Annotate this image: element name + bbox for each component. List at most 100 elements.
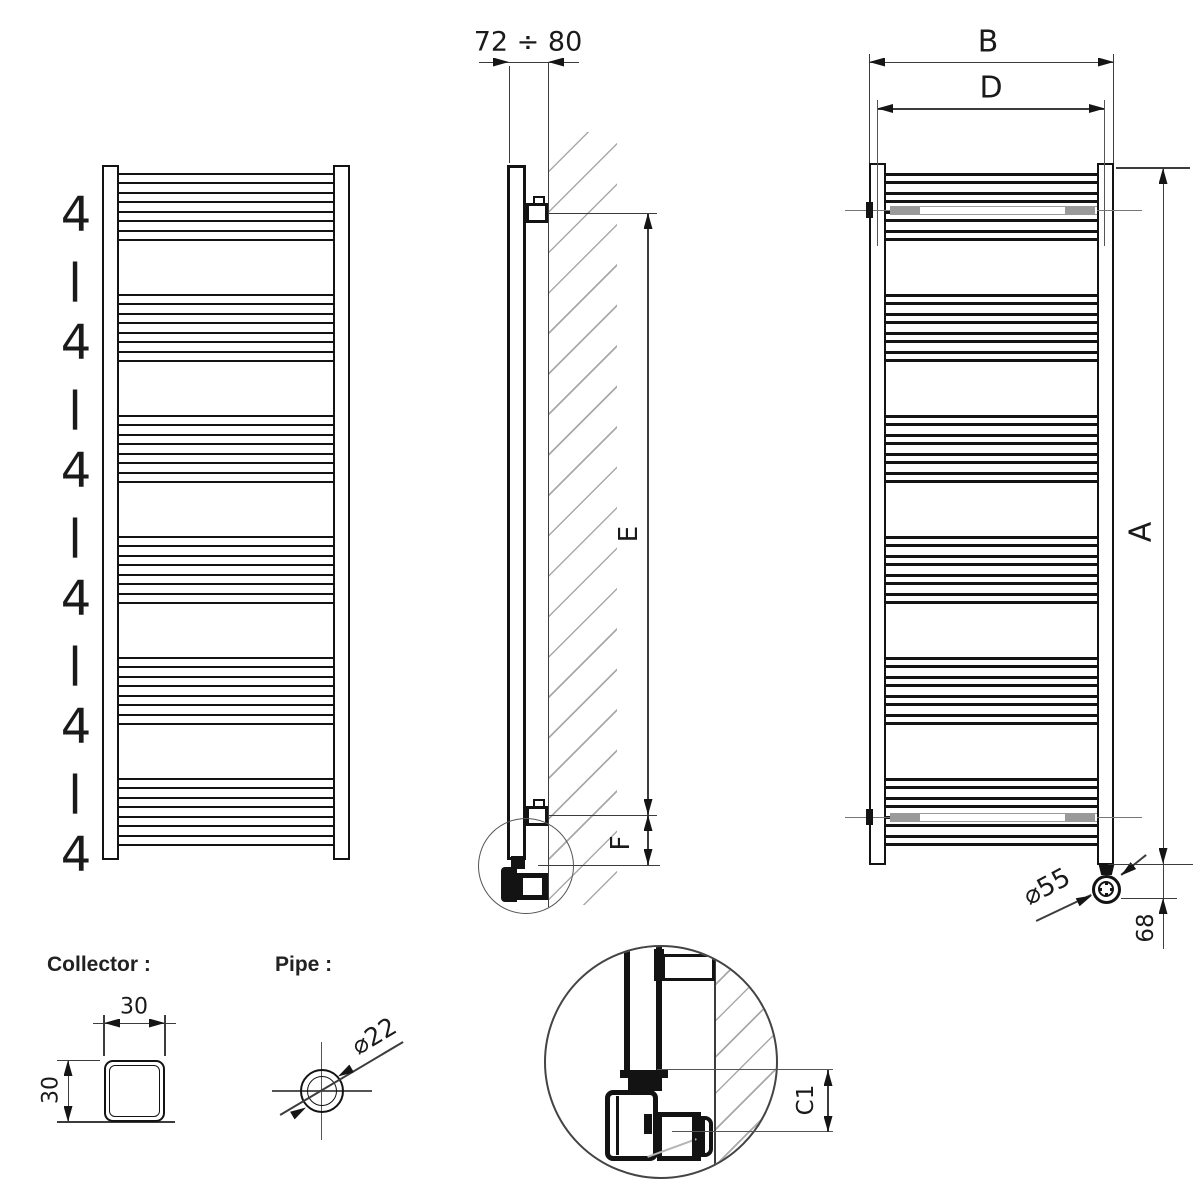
valve-knob-line [616,1096,619,1155]
radiator-rung [119,657,333,668]
radiator-rung [119,714,333,725]
pipe-end-cap [701,1116,713,1157]
valve-head-detail [1110,887,1113,891]
collector-tube-left [869,163,886,865]
rung-group-separator: | [67,256,83,302]
radiator-rung [119,332,333,343]
leader-line [279,1040,404,1116]
extension-line [508,66,511,163]
bottom-offset-dim-label: F [606,835,636,851]
dimension-line [647,815,649,865]
reference-line [672,1131,833,1133]
wall-bracket [1065,812,1095,822]
wall-line [547,62,550,907]
valve-connector [1098,864,1115,875]
rung-count-label: 4 [60,443,92,499]
radiator-rung [886,230,1097,241]
radiator-rung [119,555,333,566]
radiator-rung [886,536,1097,547]
dimension-arrow [1158,898,1168,914]
radiator-rung [886,593,1097,604]
radiator-rung [886,434,1097,445]
rung-count-label: 4 [60,827,92,883]
dimension-arrow [63,1060,73,1076]
pipe-title: Pipe : [275,953,333,976]
reference-line [549,814,657,817]
dimension-arrow [149,1018,165,1028]
rung-count-label: 4 [60,699,92,755]
radiator-rung [119,351,333,362]
valve-reducer [628,1078,662,1091]
overall-width-dim-label: B [977,24,999,60]
valve-head-detail [1104,882,1108,885]
dimension-arrow [643,849,653,865]
rung-field [886,165,1097,860]
bracket-rail [890,205,1097,215]
radiator-rung [119,472,333,483]
dimension-arrow [1089,104,1105,113]
dimension-arrow [643,213,653,229]
radiator-rung [886,351,1097,362]
dimension-line [1162,168,1165,864]
collector-tube-right [1097,163,1114,865]
collector-tube-right [333,165,350,860]
reference-line [1121,897,1177,900]
extension-line [868,54,871,163]
radiator-rung [119,676,333,687]
valve-knob [501,867,517,902]
overall-height-dim-label: A [1123,521,1159,543]
radiator-rung [886,657,1097,668]
collector-height-dim-label: 30 [38,1076,64,1104]
rung-count-label: 4 [60,315,92,371]
extension-line [164,1015,166,1056]
dimension-arrow [548,57,564,67]
radiator-rung [119,294,333,305]
radiator-rung [119,173,333,184]
radiator-rung [886,313,1097,324]
extension-line [103,1015,105,1056]
dimension-line [827,1070,829,1132]
wall-hatch [549,132,617,905]
reference-line [549,212,657,215]
bracket-rail [890,812,1097,822]
radiator-rung [119,536,333,547]
dimension-line [67,1060,70,1122]
detail-circle [544,945,778,1179]
valve-body-hole [523,878,542,895]
collector-width-dim-label: 30 [120,994,148,1020]
dimension-arrow [823,1116,833,1132]
radiator-rung [886,676,1097,687]
radiator-rung [886,415,1097,426]
radiator-rung [886,453,1097,464]
valve-connector [511,856,525,869]
valve-reducer [620,1070,668,1078]
radiator-rung [886,835,1097,846]
rung-group-separator: | [67,384,83,430]
leader-arrow [1076,891,1094,906]
collector-tube-left [102,165,119,860]
radiator-rung [886,192,1097,203]
radiator-rung [886,778,1097,789]
radiator-rung [119,434,333,445]
valve-drop-dim-label: 68 [1133,913,1159,943]
radiator-rung [119,816,333,827]
reference-line [657,1069,833,1071]
collector-section-inner [109,1065,160,1117]
dimension-line [869,61,1114,64]
pipe-flange [692,1112,695,1161]
detail-circle-marker [478,818,574,914]
wall-bracket [890,205,920,215]
radiator-rung [119,593,333,604]
wall-bracket-section [662,954,715,981]
dimension-arrow [877,104,893,113]
bracket-spacing-dim-label: D [979,70,1003,106]
radiator-side-profile [507,165,526,860]
pipe-section-outer [300,1069,344,1113]
mount-height-dim-label: E [614,525,644,543]
radiator-rung [886,294,1097,305]
radiator-rung [886,574,1097,585]
radiator-rung [886,332,1097,343]
radiator-rung [119,230,333,241]
dimension-arrow [104,1018,120,1028]
